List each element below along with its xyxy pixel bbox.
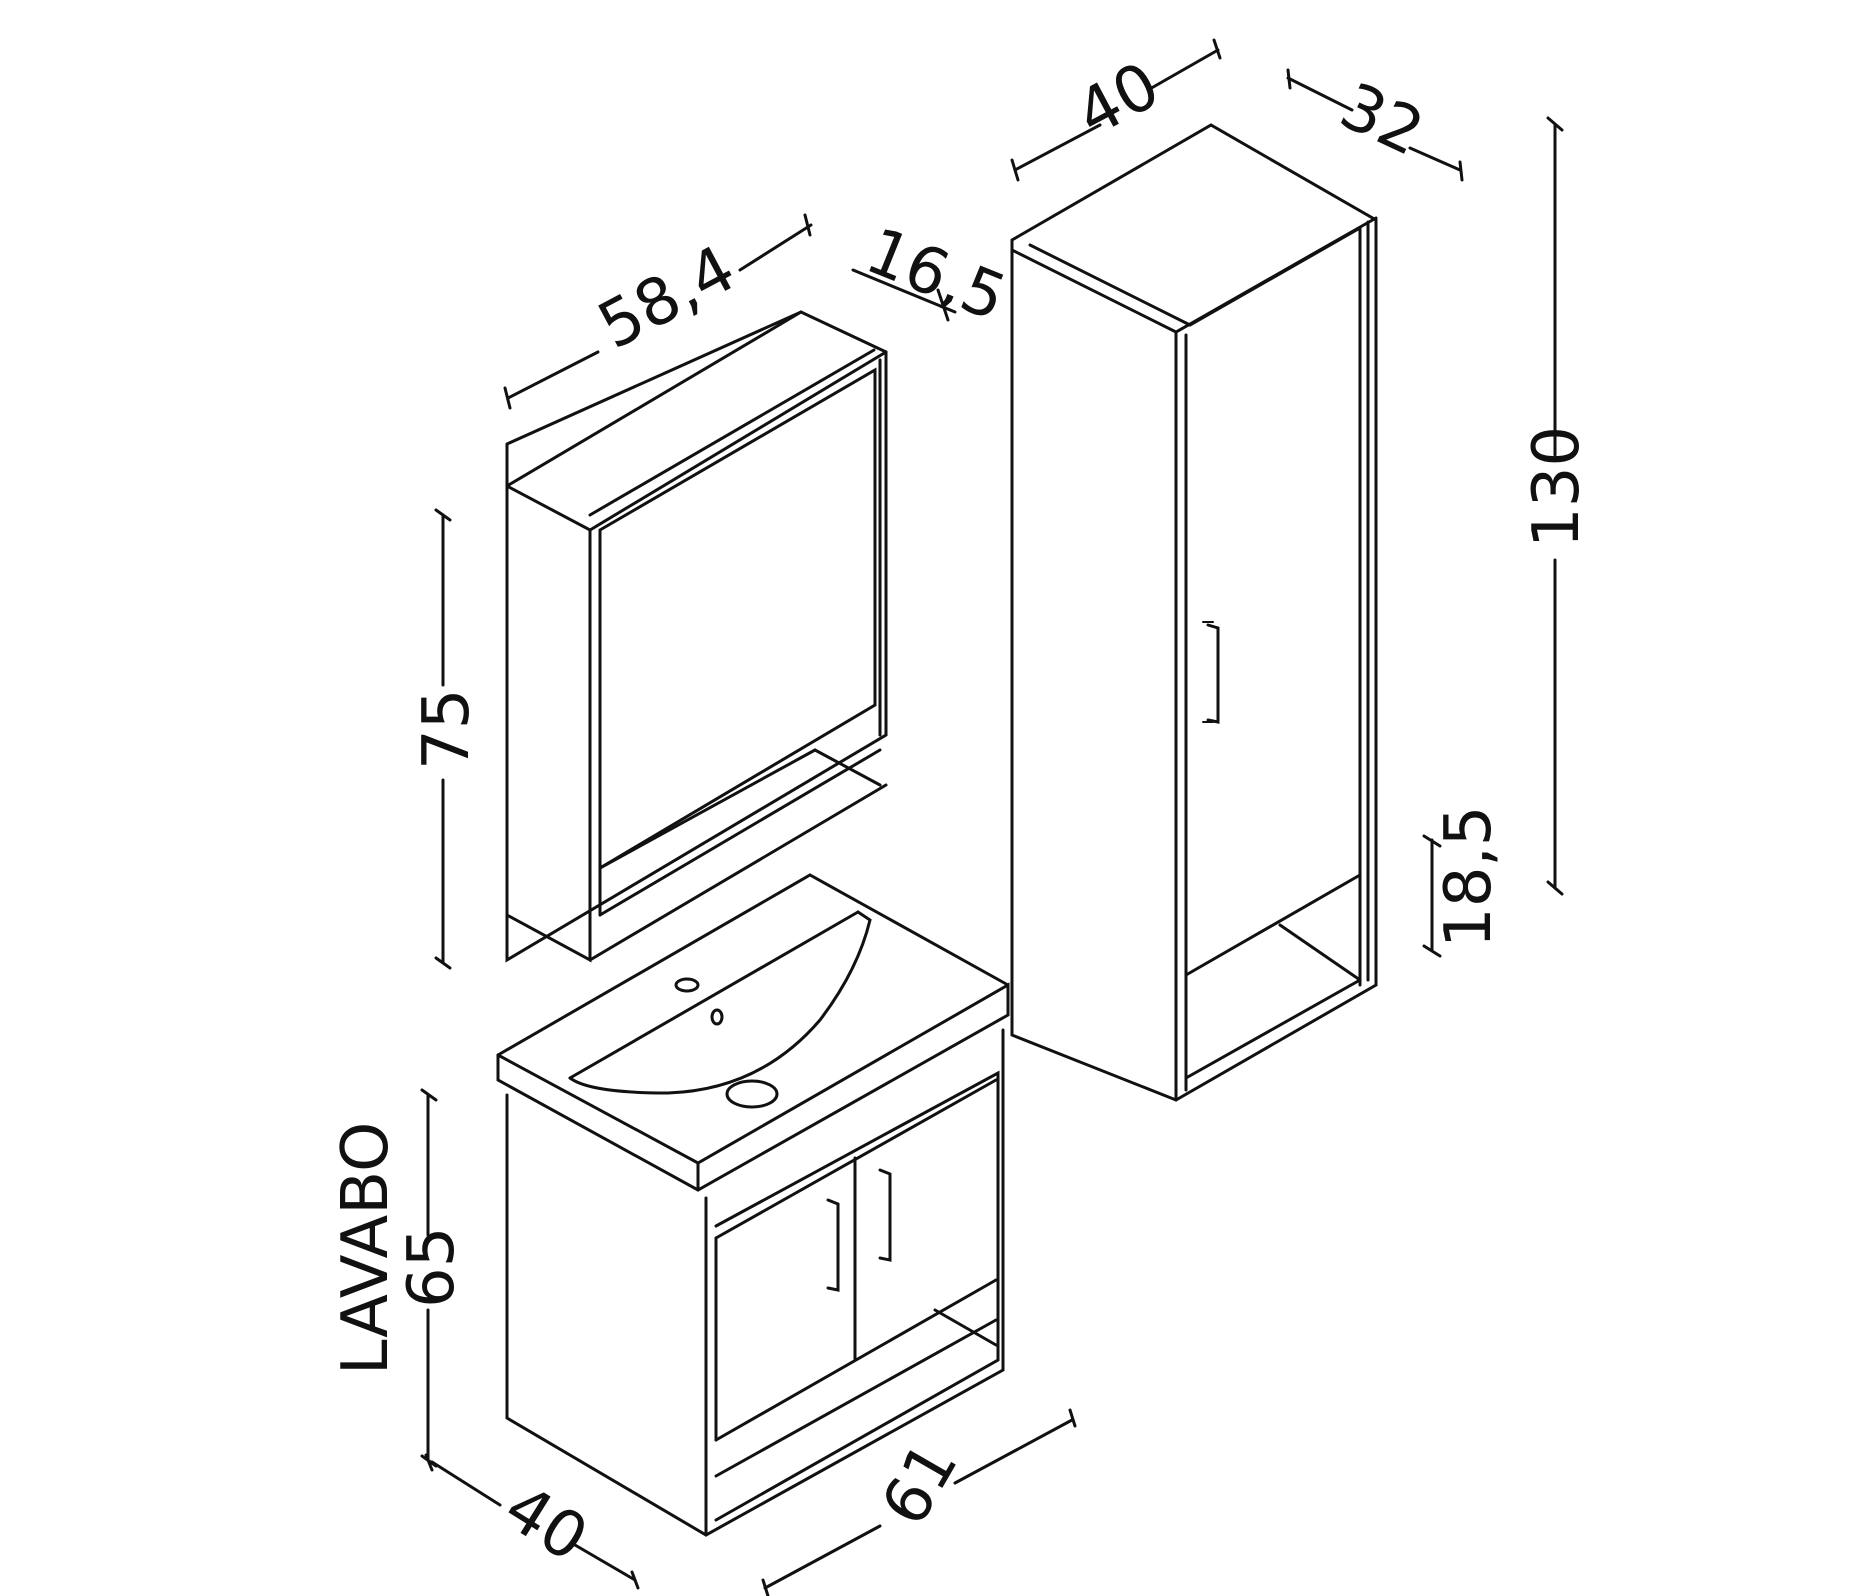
tall-height-label: 130 <box>1520 426 1594 548</box>
vanity-label: LAVABO <box>329 1122 403 1375</box>
vanity-left-handle <box>826 1198 840 1292</box>
dimension-lines <box>420 38 1564 1596</box>
mirror-depth-label: 16,5 <box>856 214 1016 336</box>
mirror-cabinet <box>505 310 888 963</box>
vanity-width-label: 61 <box>868 1430 973 1538</box>
vanity-right-handle <box>878 1168 892 1262</box>
vanity-unit <box>496 873 1010 1537</box>
mirror-height-label: 75 <box>410 689 484 770</box>
vanity-depth-label: 40 <box>492 1471 600 1577</box>
tall-shelf-label: 18,5 <box>1432 806 1506 949</box>
tall-depth-label: 32 <box>1329 69 1434 170</box>
mirror-width-label: 58,4 <box>587 232 748 364</box>
tall-door-handle <box>1206 623 1220 724</box>
tall-cabinet <box>1010 123 1378 1102</box>
vanity-height-label: 65 <box>395 1227 469 1308</box>
